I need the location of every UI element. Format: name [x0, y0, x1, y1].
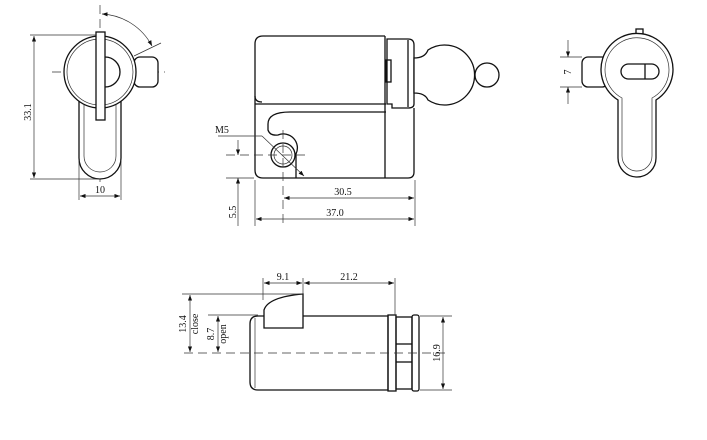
open-label: open: [218, 324, 229, 343]
offset-dim-label: 5.5: [228, 206, 239, 219]
close-dim-label: 13.4: [178, 315, 189, 333]
hole-distance-dim-label: 30.5: [334, 187, 352, 198]
height-dim-label: 33.1: [23, 103, 34, 121]
open-dim-label: 8.7: [206, 328, 217, 341]
end-view: 7: [560, 28, 674, 178]
close-label: close: [190, 313, 201, 334]
cam-width-dim-label: 7: [563, 70, 574, 75]
diameter-dim-label: 16.9: [432, 344, 443, 362]
side-view: M5 5.5 30.5 37.0: [215, 35, 500, 226]
front-view: 33.1 10: [23, 5, 165, 200]
length-dim-label: 37.0: [326, 208, 344, 219]
cam-offset-dim-label: 21.2: [340, 272, 358, 283]
thread-label: M5: [215, 125, 229, 136]
bottom-view: 9.1 21.2 13.4 close 8.7 open 16.9: [178, 272, 452, 392]
cam-length-dim-label: 9.1: [277, 272, 290, 283]
width-dim-label: 10: [95, 185, 105, 196]
